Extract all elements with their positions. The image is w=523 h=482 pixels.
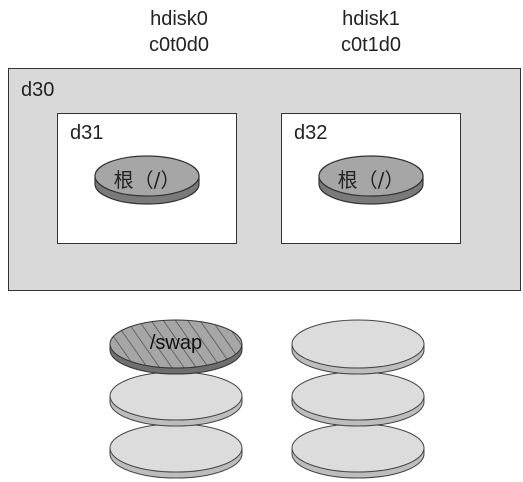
submirror-d31: d31 根（/） [57,113,237,244]
disk-stack-hdisk0: /swap [108,312,244,482]
swap-label: /swap [149,332,203,354]
disk-platter [109,371,243,427]
disk-platter [291,319,425,375]
mirror-volume-label: d30 [21,79,55,101]
mirror-volume-d30: d30 d31 根（/） d32 根（/） [8,68,521,291]
disk-label-hdisk0: hdisk0 c0t0d0 [104,6,254,58]
swap-slice-disk [109,319,243,375]
disk-device: c0t0d0 [148,34,210,56]
disk-name: hdisk1 [342,8,400,30]
slice-label: 根（/） [337,168,405,192]
root-slice-disk: 根（/） [317,154,425,208]
disk-platter [291,423,425,479]
submirror-label: d31 [70,122,104,144]
slice-label: 根（/） [113,168,181,192]
submirror-d32: d32 根（/） [281,113,461,244]
submirror-label: d32 [294,122,328,144]
disk-name: hdisk0 [150,8,208,30]
disk-device: c0t1d0 [340,34,402,56]
disk-stack-hdisk1 [290,312,426,482]
disk-label-hdisk1: hdisk1 c0t1d0 [296,6,446,58]
root-slice-disk: 根（/） [93,154,201,208]
disk-platter [291,371,425,427]
disk-platter [109,423,243,479]
